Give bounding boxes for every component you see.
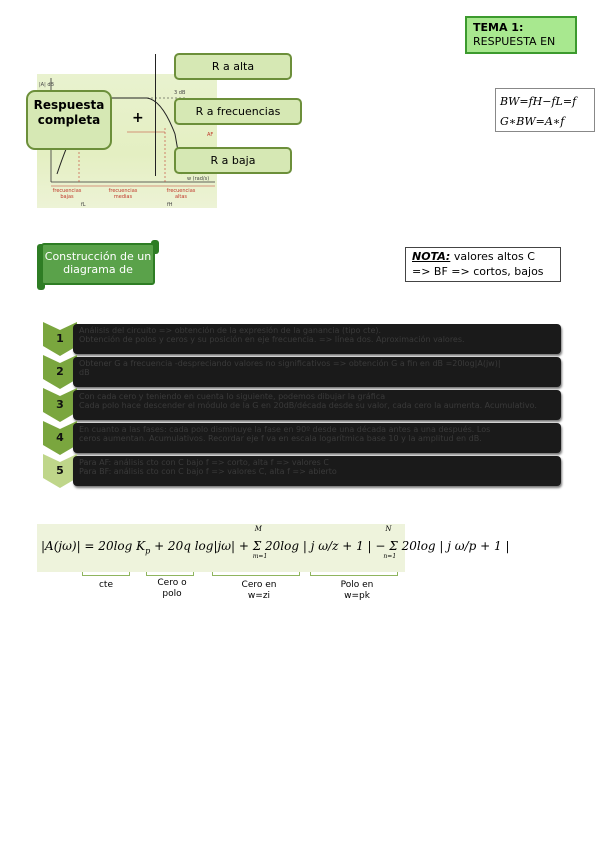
bode-equation: |A(jω)| = 20log Kp + 20q log|jω| + M m=1… xyxy=(41,525,510,560)
step-1-number: 1 xyxy=(56,332,64,345)
step-2-line2: dB xyxy=(79,368,90,377)
bracket-cero-polo xyxy=(146,572,194,576)
eq-sum2-bot: n=1 xyxy=(383,553,397,560)
bode-y-axis-label: |A| dB xyxy=(39,82,54,88)
step-1-line2: Obtención de polos y ceros y su posición… xyxy=(79,335,465,344)
step-1-text: Análisis del circuito => obtención de la… xyxy=(73,324,561,354)
step-5-chevron-icon xyxy=(43,454,77,488)
respuesta-completa-box: Respuesta completa xyxy=(26,90,112,150)
step-4-line2: ceros aumentan. Acumulativos. Recordar e… xyxy=(79,434,482,443)
eq-term2: + 20q log|jω| + xyxy=(154,539,249,553)
step-4-number: 4 xyxy=(56,431,64,444)
step-2-number: 2 xyxy=(56,365,64,378)
step-3-chevron-icon xyxy=(43,388,77,422)
eq-sum2: − Σ 20log | j ω/p + 1 | xyxy=(375,539,510,553)
tema-title-box: TEMA 1: RESPUESTA EN xyxy=(465,16,577,54)
bandwidth-formula-box: BW=fH−fL=f G∗BW=A∗f xyxy=(495,88,595,132)
step-2-text: Obtener G a frecuencia -despreciando val… xyxy=(73,357,561,387)
label-cte: cte xyxy=(98,580,113,590)
bode-x-axis-label: w (rad/s) xyxy=(187,176,210,182)
branch-alta-box: R a alta xyxy=(174,53,292,80)
eq-sum1-bot: m=1 xyxy=(252,553,268,560)
nota-box: NOTA: valores altos C => BF => cortos, b… xyxy=(405,247,561,282)
step-4-chevron-icon xyxy=(43,421,77,455)
label-cero-polo: Cero o polo xyxy=(157,578,187,599)
step-3-text: Con cada cero y teniendo en cuenta lo si… xyxy=(73,390,561,420)
step-2-line1: Obtener G a frecuencia -despreciando val… xyxy=(79,359,501,368)
step-3-line1: Con cada cero y teniendo en cuenta lo si… xyxy=(79,392,386,401)
branch-frecuencias-box: R a frecuencias xyxy=(174,98,302,125)
bandwidth-formula-line1: BW=fH−fL=f xyxy=(500,95,577,108)
nota-text: valores altos C => BF => cortos, bajos xyxy=(412,250,544,278)
bracket-cte xyxy=(82,572,130,576)
step-5-line1: Para AF: análisis cto con C bajo f => co… xyxy=(79,458,329,467)
label-polo-en: Polo en w=pk xyxy=(340,580,374,601)
step-2-chevron-icon xyxy=(43,355,77,389)
eq-sum2-wrap: N n=1 − Σ 20log | j ω/p + 1 | xyxy=(375,525,510,560)
bandwidth-formula-line2: G∗BW=A∗f xyxy=(500,115,565,128)
step-4-text: En cuanto a las fases: cada polo disminu… xyxy=(73,423,561,453)
eq-sum1: Σ 20log | j ω/z + 1 | xyxy=(252,539,372,553)
construccion-label: Construcción de un diagrama de xyxy=(41,243,155,285)
bode-zone-low: frecuencias bajas xyxy=(52,188,82,200)
tema-title-line2: RESPUESTA EN xyxy=(473,35,556,48)
eq-sum1-wrap: M m=1 Σ 20log | j ω/z + 1 | xyxy=(252,525,372,560)
step-2: 2 Obtener G a frecuencia -despreciando v… xyxy=(43,355,561,389)
step-4: 4 En cuanto a las fases: cada polo dismi… xyxy=(43,421,561,455)
bode-fl-label: fL xyxy=(81,202,86,208)
branch-baja-box: R a baja xyxy=(174,147,292,174)
step-1-chevron-icon xyxy=(43,322,77,356)
step-5: 5 Para AF: análisis cto con C bajo f => … xyxy=(43,454,561,488)
plus-sign: + xyxy=(132,110,144,126)
bracket-polo-en xyxy=(310,572,398,576)
nota-heading: NOTA: xyxy=(412,250,451,263)
eq-lhs: |A(jω)| = 20log K xyxy=(41,539,146,553)
step-5-text: Para AF: análisis cto con C bajo f => co… xyxy=(73,456,561,486)
step-1: 1 Análisis del circuito => obtención de … xyxy=(43,322,561,356)
step-1-line1: Análisis del circuito => obtención de la… xyxy=(79,326,382,335)
bode-zone-mid: frecuencias medias xyxy=(108,188,138,200)
bode-fh-label: fH xyxy=(167,202,173,208)
scroll-right-ornament xyxy=(151,240,159,254)
construccion-box: Construcción de un diagrama de xyxy=(37,240,159,290)
label-cero-en: Cero en w=zi xyxy=(241,580,277,601)
tema-title-line1: TEMA 1: xyxy=(473,21,524,34)
bode-af-label: AF xyxy=(207,132,214,138)
step-3-line2: Cada polo hace descender el módulo de la… xyxy=(79,401,537,410)
step-5-number: 5 xyxy=(56,464,64,477)
step-3-number: 3 xyxy=(56,398,64,411)
bode-zone-high: frecuencias altas xyxy=(166,188,196,200)
bracket-line xyxy=(155,54,156,176)
step-5-line2: Para BF: análisis cto con C bajo f => va… xyxy=(79,467,337,476)
eq-sum1-top: M xyxy=(254,525,262,533)
step-3: 3 Con cada cero y teniendo en cuenta lo … xyxy=(43,388,561,422)
eq-sub-p: p xyxy=(145,546,151,556)
eq-sum2-top: N xyxy=(385,525,392,533)
step-4-line1: En cuanto a las fases: cada polo disminu… xyxy=(79,425,491,434)
bode-equation-box: |A(jω)| = 20log Kp + 20q log|jω| + M m=1… xyxy=(37,524,510,572)
bracket-cero-en xyxy=(212,572,300,576)
bode-3db-label: 3 dB xyxy=(174,90,186,96)
